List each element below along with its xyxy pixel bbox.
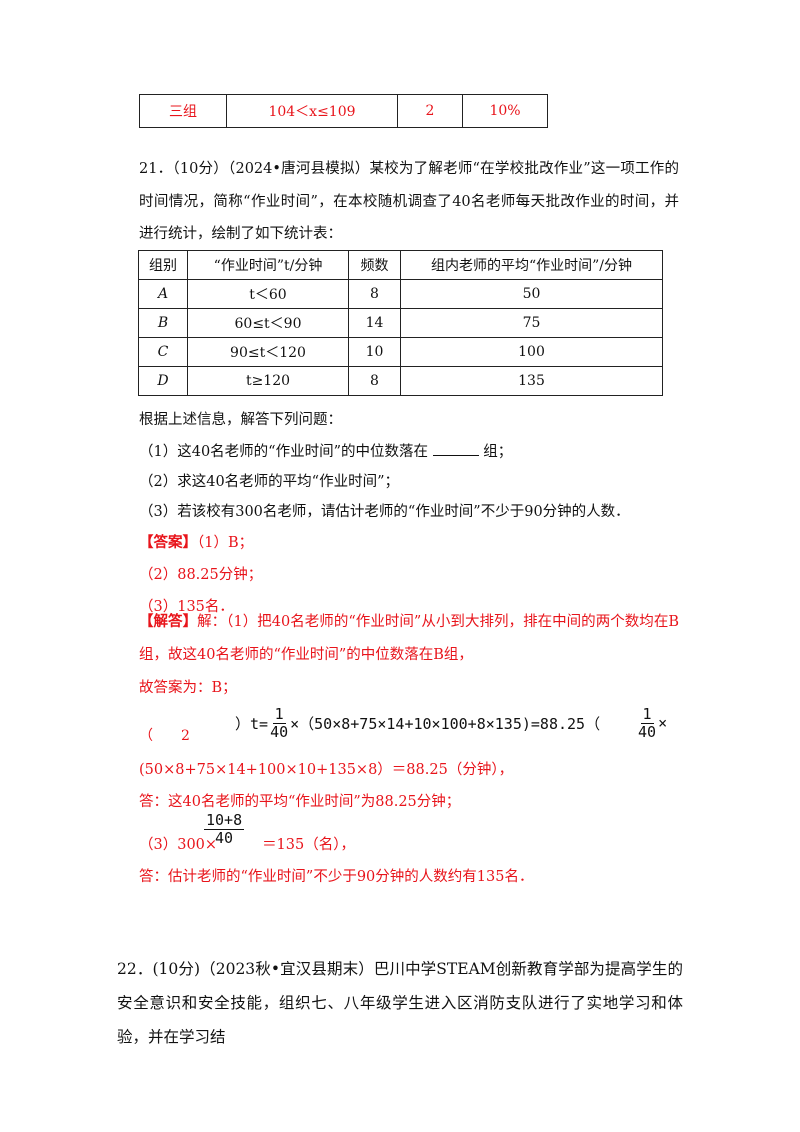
table-cell: 60≤t＜90 xyxy=(187,308,349,338)
formula-image-right: 1 40 × xyxy=(636,706,667,740)
table-cell: 10 xyxy=(348,337,401,367)
fraction-denominator: 40 xyxy=(215,828,234,847)
fraction: 1 40 xyxy=(636,706,658,740)
solution-part-3-a: （3）300× xyxy=(139,837,218,853)
table-row: B 60≤t＜90 14 75 xyxy=(138,308,663,338)
solution-answer-b: 故答案为：B； xyxy=(139,680,237,696)
solution-part-3-b: ＝135（名）， xyxy=(262,837,355,853)
fraction-denominator: 40 xyxy=(638,722,657,741)
table-cell: t＜60 xyxy=(187,279,349,309)
part-1: （1）这40名老师的“作业时间”的中位数落在 组； xyxy=(139,440,512,461)
table-cell: 104＜x≤109 xyxy=(226,94,398,128)
table-cell: 三组 xyxy=(139,94,227,128)
fraction-denominator: 40 xyxy=(270,722,289,741)
solution-part-3: （3）300× ＝135（名）， xyxy=(139,833,355,854)
formula-body: ×（50×8+75×14+10×100+8×135)=88.25（ xyxy=(290,714,601,733)
formula-prefix: （ 2 xyxy=(139,728,190,744)
table-header: 频数 xyxy=(348,250,401,280)
answer-line-1: 【答案】（1）B； xyxy=(139,531,253,552)
table-cell: A xyxy=(138,279,188,309)
table-cell: 8 xyxy=(348,366,401,396)
answer-tag: 【答案】 xyxy=(139,534,197,551)
part-3: （3）若该校有300名老师，请估计老师的“作业时间”不少于90分钟的人数． xyxy=(139,504,630,520)
table-cell: 100 xyxy=(400,337,663,367)
solution-average-answer: 答：这40名老师的平均“作业时间”为88.25分钟； xyxy=(139,794,461,810)
instructions: 根据上述信息，解答下列问题： xyxy=(139,412,342,428)
solution-paragraph: 【解答】解：（1）把40名老师的“作业时间”从小到大排列，排在中间的两个数均在B… xyxy=(139,606,679,671)
table-cell: 90≤t＜120 xyxy=(187,337,349,367)
table-header: 组内老师的平均“作业时间”/分钟 xyxy=(400,250,663,280)
part-3-fraction: 10+8 40 xyxy=(204,811,245,847)
table-header-row: 组别 “作业时间”t/分钟 频数 组内老师的平均“作业时间”/分钟 xyxy=(138,250,663,280)
solution-final-answer: 答：估计老师的“作业时间”不少于90分钟的人数约有135名． xyxy=(139,869,534,885)
table-cell: 8 xyxy=(348,279,401,309)
table-cell: D xyxy=(138,366,188,396)
fraction-numerator: 1 xyxy=(640,705,654,724)
table-row: 三组 104＜x≤109 2 10% xyxy=(139,94,548,128)
table-cell: B xyxy=(138,308,188,338)
formula-t: ）t= xyxy=(235,714,269,733)
solution-text: 解：（1）把40名老师的“作业时间”从小到大排列，排在中间的两个数均在B组，故这… xyxy=(139,614,680,663)
answer-3: （3）135名． xyxy=(139,599,234,615)
table-header: 组别 xyxy=(138,250,188,280)
table-cell: 14 xyxy=(348,308,401,338)
solution-calculation: (50×8+75×14+100×10+135×8）＝88.25（分钟）， xyxy=(139,762,514,778)
table-cell: C xyxy=(138,337,188,367)
question-22-text: 22．(10分)（2023秋•宜汉县期末）巴川中学STEAM创新教育学部为提高学… xyxy=(117,960,683,1046)
table-cell: 10% xyxy=(462,94,548,128)
table-cell: 2 xyxy=(397,94,463,128)
formula-end: × xyxy=(658,714,668,732)
table-cell: 135 xyxy=(400,366,663,396)
fraction-numerator: 10+8 xyxy=(204,811,245,830)
table-cell: 50 xyxy=(400,279,663,309)
solution-tag: 【解答】 xyxy=(139,613,198,630)
table-row: C 90≤t＜120 10 100 xyxy=(138,337,663,367)
table-cell: 75 xyxy=(400,308,663,338)
part-2: （2）求这40名老师的平均“作业时间”； xyxy=(139,474,400,490)
table-row: D t≥120 8 135 xyxy=(138,366,663,396)
statistics-table: 组别 “作业时间”t/分钟 频数 组内老师的平均“作业时间”/分钟 A t＜60… xyxy=(138,250,663,396)
part-1-text: （1）这40名老师的“作业时间”的中位数落在 xyxy=(139,444,429,460)
question-21-text: 21．（10分）（2024•唐河县模拟）某校为了解老师“在学校批改作业”这一项工… xyxy=(139,161,679,242)
table-header: “作业时间”t/分钟 xyxy=(187,250,349,280)
answer-1: （1）B； xyxy=(197,535,254,551)
table-row: A t＜60 8 50 xyxy=(138,279,663,309)
previous-table: 三组 104＜x≤109 2 10% xyxy=(139,94,548,128)
answer-2: （2）88.25分钟； xyxy=(139,567,263,583)
answer-blank xyxy=(432,441,479,456)
formula-image: ）t= 1 40 ×（50×8+75×14+10×100+8×135)=88.2… xyxy=(235,706,600,740)
fraction: 1 40 xyxy=(268,706,290,740)
table-cell: t≥120 xyxy=(187,366,349,396)
part-1-suffix: 组； xyxy=(483,444,513,460)
fraction-numerator: 1 xyxy=(272,705,286,724)
